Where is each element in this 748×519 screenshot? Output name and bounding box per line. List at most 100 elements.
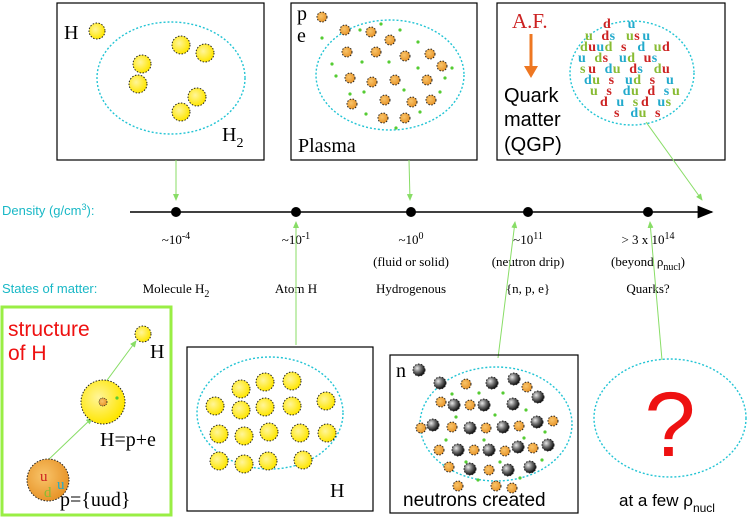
proton bbox=[480, 422, 492, 434]
proton bbox=[443, 461, 455, 473]
proton bbox=[341, 46, 353, 58]
quark-letter: u bbox=[588, 40, 596, 55]
neutron bbox=[511, 440, 525, 454]
axis-dot bbox=[171, 207, 181, 217]
state-label: {n, p, e} bbox=[506, 281, 550, 296]
electron-dot bbox=[320, 36, 324, 40]
neutron bbox=[507, 372, 521, 386]
electron-dot bbox=[450, 66, 454, 70]
states-axis-label: States of matter: bbox=[2, 281, 97, 296]
axis-dot bbox=[523, 207, 533, 217]
state-label: Molecule H2 bbox=[143, 281, 210, 300]
proton bbox=[521, 381, 533, 393]
neutron bbox=[506, 397, 520, 411]
neutron bbox=[447, 398, 461, 412]
quark-letter: d bbox=[605, 62, 613, 77]
quark-letter: s bbox=[655, 106, 661, 121]
plasma-p-label: p bbox=[297, 3, 307, 25]
proton bbox=[513, 420, 525, 432]
unknown-ellipse bbox=[593, 358, 747, 478]
proton bbox=[452, 480, 464, 492]
leader-line bbox=[645, 121, 703, 201]
electron-dot bbox=[398, 28, 402, 32]
quark-letter: u bbox=[619, 51, 627, 66]
h-atom bbox=[234, 426, 254, 446]
molecule-atoms bbox=[88, 22, 215, 122]
proton bbox=[425, 94, 437, 106]
electron-dot bbox=[416, 66, 420, 70]
electron-dot bbox=[379, 22, 383, 26]
quark-letter: d bbox=[603, 17, 611, 32]
electron-dot bbox=[418, 110, 422, 114]
quark-letter: s bbox=[580, 62, 586, 77]
neutron bbox=[412, 363, 426, 377]
proton bbox=[370, 46, 382, 58]
neutron bbox=[530, 415, 544, 429]
h-atom bbox=[231, 379, 251, 399]
plasma-panel bbox=[290, 2, 478, 161]
atom-h-label: H bbox=[330, 480, 344, 502]
electron-dot bbox=[330, 62, 334, 66]
quark-u-2: u bbox=[57, 477, 65, 493]
structure-link-2 bbox=[104, 340, 137, 384]
h-atom bbox=[171, 35, 191, 55]
density-axis-label: Density (g/cm3): bbox=[2, 202, 94, 218]
quark-letter: u bbox=[654, 40, 662, 55]
electron-dot bbox=[438, 90, 442, 94]
quark-letter: u bbox=[631, 84, 639, 99]
axis-dot bbox=[643, 207, 653, 217]
quark-letter: s bbox=[650, 73, 656, 88]
proton bbox=[399, 50, 411, 62]
density-value: ~10-1 bbox=[282, 231, 310, 247]
density-value: ~100 bbox=[398, 231, 423, 247]
quark-line2: matter bbox=[504, 109, 561, 131]
h-atom bbox=[255, 372, 275, 392]
proton bbox=[316, 11, 328, 23]
proton-core bbox=[98, 397, 108, 407]
h-atom bbox=[259, 422, 279, 442]
quark-letter: s bbox=[609, 73, 615, 88]
electron-dot bbox=[501, 391, 505, 395]
electron-dot bbox=[402, 88, 406, 92]
density-value: > 3 x 1014 bbox=[621, 231, 674, 247]
quark-letter: d bbox=[594, 51, 602, 66]
h-atom bbox=[132, 54, 152, 74]
h-atom bbox=[187, 87, 207, 107]
leader-line bbox=[406, 159, 413, 201]
structure-hpe-label: H=p+e bbox=[100, 429, 156, 451]
proton bbox=[436, 60, 448, 72]
neutron bbox=[426, 418, 440, 432]
neutron bbox=[496, 420, 510, 434]
plasma-caption: Plasma bbox=[298, 135, 356, 157]
proton bbox=[464, 399, 476, 411]
structure-h-label: H bbox=[150, 341, 164, 363]
h-atom bbox=[258, 451, 278, 471]
plasma-particles bbox=[316, 11, 454, 130]
quark-letter: u bbox=[626, 29, 634, 44]
electron-dot bbox=[482, 438, 486, 442]
density-value: ~1011 bbox=[513, 231, 543, 247]
h-atom bbox=[290, 423, 310, 443]
molecule-ellipse bbox=[96, 21, 246, 135]
proton bbox=[339, 24, 351, 36]
structure-title-1: structure bbox=[8, 318, 90, 341]
proton bbox=[468, 444, 480, 456]
h-atom bbox=[255, 397, 275, 417]
neutron bbox=[523, 460, 537, 474]
electron-dot bbox=[387, 60, 391, 64]
plasma-e-label: e bbox=[297, 25, 306, 47]
proton bbox=[424, 48, 436, 60]
structure-panel bbox=[0, 305, 173, 517]
electron-dot bbox=[464, 460, 468, 464]
electron-dot bbox=[444, 438, 448, 442]
quark-letter: u bbox=[588, 62, 596, 77]
proton bbox=[346, 98, 358, 110]
state-label: Quarks? bbox=[626, 281, 670, 296]
quark-letter: s bbox=[610, 29, 616, 44]
quark-d: d bbox=[44, 485, 52, 501]
proton bbox=[344, 72, 356, 84]
quark-letter: s bbox=[637, 62, 643, 77]
quark-letter: u bbox=[592, 73, 600, 88]
quark-letter: u bbox=[639, 106, 647, 121]
